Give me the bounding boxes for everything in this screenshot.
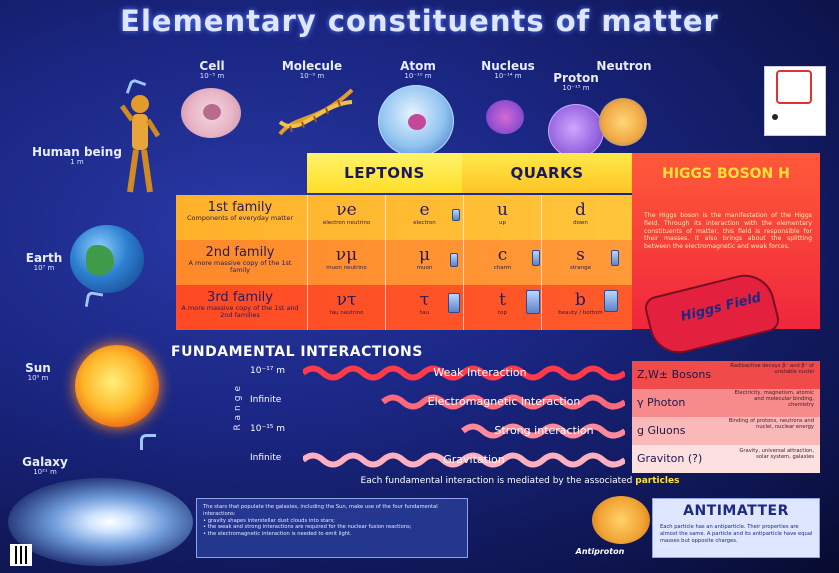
arrow-icon <box>84 290 104 310</box>
antimatter-title: ANTIMATTER <box>683 503 789 519</box>
dna-image <box>278 88 354 136</box>
credits-text <box>4 360 12 470</box>
boson-row <box>632 361 820 389</box>
electromagnetic-wave <box>380 394 625 410</box>
family-2-label: 2nd family A more massive copy of the 1s… <box>188 245 292 275</box>
strong-wave <box>460 423 625 439</box>
page-title: Elementary constituents of matter <box>120 4 719 38</box>
antimatter-text: Each particle has an antiparticle. Their… <box>660 524 813 544</box>
sun-label: Sun 10⁹ m <box>25 361 51 383</box>
antimatter-box <box>652 498 820 558</box>
boson-row <box>632 445 820 473</box>
mass-jar-icon <box>526 290 540 314</box>
proton-label: Proton 10⁻¹⁵ m <box>553 71 599 93</box>
mass-jar-icon <box>604 290 618 312</box>
antiproton-label: Antiproton <box>575 547 625 556</box>
particle-cell: s strange <box>541 240 619 285</box>
galaxy-label: Galaxy 10²¹ m <box>22 455 68 477</box>
cell-label: Cell 10⁻⁵ m <box>199 59 225 81</box>
family-row <box>176 195 632 240</box>
family-3-label: 3rd family A more massive copy of the 1s… <box>181 290 299 320</box>
gravitation-label: Gravitation <box>443 453 505 466</box>
cell-image <box>181 88 241 138</box>
particle-cell: ντ tau neutrino <box>307 285 385 330</box>
range-value: 10⁻¹⁷ m <box>250 366 286 376</box>
boson-description: Electricity, magnetism, atomic and molec… <box>734 390 814 408</box>
particle-cell: c charm <box>463 240 541 285</box>
range-value: Infinite <box>250 453 282 463</box>
higgs-title: HIGGS BOSON H <box>662 166 790 182</box>
family-row <box>176 240 632 285</box>
particle-cell: t top <box>463 285 541 330</box>
galaxy-image <box>8 478 193 566</box>
higgs-description: The Higgs boson is the manifestation of … <box>644 212 812 250</box>
atom-label: Atom 10⁻¹⁰ m <box>400 59 436 81</box>
boson-name: γ Photon <box>637 396 686 409</box>
neutron-label: Neutron <box>596 59 652 73</box>
proton-image <box>548 104 604 158</box>
particle-cell: b beauty / bottom <box>541 285 619 330</box>
mass-jar-icon <box>450 253 458 267</box>
nucleus-image <box>486 100 524 134</box>
mass-jar-icon <box>448 293 460 313</box>
sun-image <box>75 345 159 427</box>
particle-cell: d down <box>541 195 619 240</box>
gravitation-wave <box>303 452 625 468</box>
nucleus-label: Nucleus 10⁻¹⁴ m <box>481 59 535 81</box>
boson-row <box>632 417 820 445</box>
boson-name: g Gluons <box>637 424 686 437</box>
mediated-note: Each fundamental interaction is mediated… <box>360 476 680 486</box>
weak-wave <box>303 365 625 381</box>
mass-jar-icon <box>452 209 460 221</box>
boson-description: Radioactive decays β⁻ and β⁺ of unstable… <box>730 363 814 375</box>
strong-interaction-label: Strong interaction <box>494 424 594 437</box>
particle-cell: τ tau <box>385 285 463 330</box>
boson-row <box>632 389 820 417</box>
particle-cell: νe electron neutrino <box>307 195 385 240</box>
family-1-label: 1st family Components of everyday matter <box>187 200 293 222</box>
boson-description: Gravity, universal attraction, solar sys… <box>739 448 814 460</box>
boson-name: Graviton (?) <box>637 452 703 465</box>
range-value: Infinite <box>250 395 282 405</box>
stars-note-text: The stars that populate the galaxies, in… <box>203 504 438 537</box>
particle-cell: e electron <box>385 195 463 240</box>
particle-cell: u up <box>463 195 541 240</box>
family-row <box>176 285 632 330</box>
particle-cell: νμ muon neutrino <box>307 240 385 285</box>
weak-interaction-label: Weak Interaction <box>433 366 527 379</box>
electromagnetic-interaction-label: Electromagnetic interaction <box>427 395 581 408</box>
science-council-logo-icon <box>772 114 778 120</box>
earth-label: Earth 10⁷ m <box>25 251 63 273</box>
human-figure-image <box>119 95 161 193</box>
antiproton-image <box>592 496 650 544</box>
qr-code-icon <box>10 544 32 566</box>
stars-note-box <box>196 498 468 558</box>
logo-icon <box>776 70 812 104</box>
earth-image <box>70 225 144 293</box>
range-value: 10⁻¹⁵ m <box>250 424 286 434</box>
quarks-title: QUARKS <box>510 164 584 182</box>
particle-cell: μ muon <box>385 240 463 285</box>
human-label: Human being 1 m <box>32 145 122 167</box>
quarks-header: QUARKS <box>462 153 632 193</box>
molecule-label: Molecule 10⁻⁹ m <box>281 59 343 81</box>
neutron-image <box>599 98 647 146</box>
leptons-header: LEPTONS <box>307 153 462 193</box>
interactions-title: FUNDAMENTAL INTERACTIONS <box>171 344 423 360</box>
mass-jar-icon <box>532 250 540 266</box>
boson-description: Binding of protons, neutrons and nuclei,… <box>728 418 814 430</box>
leptons-title: LEPTONS <box>344 164 425 182</box>
range-axis-label: Range <box>233 382 243 431</box>
atom-image <box>378 85 454 157</box>
arrow-icon <box>140 434 156 450</box>
mass-jar-icon <box>611 250 619 266</box>
boson-name: Z,W± Bosons <box>637 368 712 381</box>
